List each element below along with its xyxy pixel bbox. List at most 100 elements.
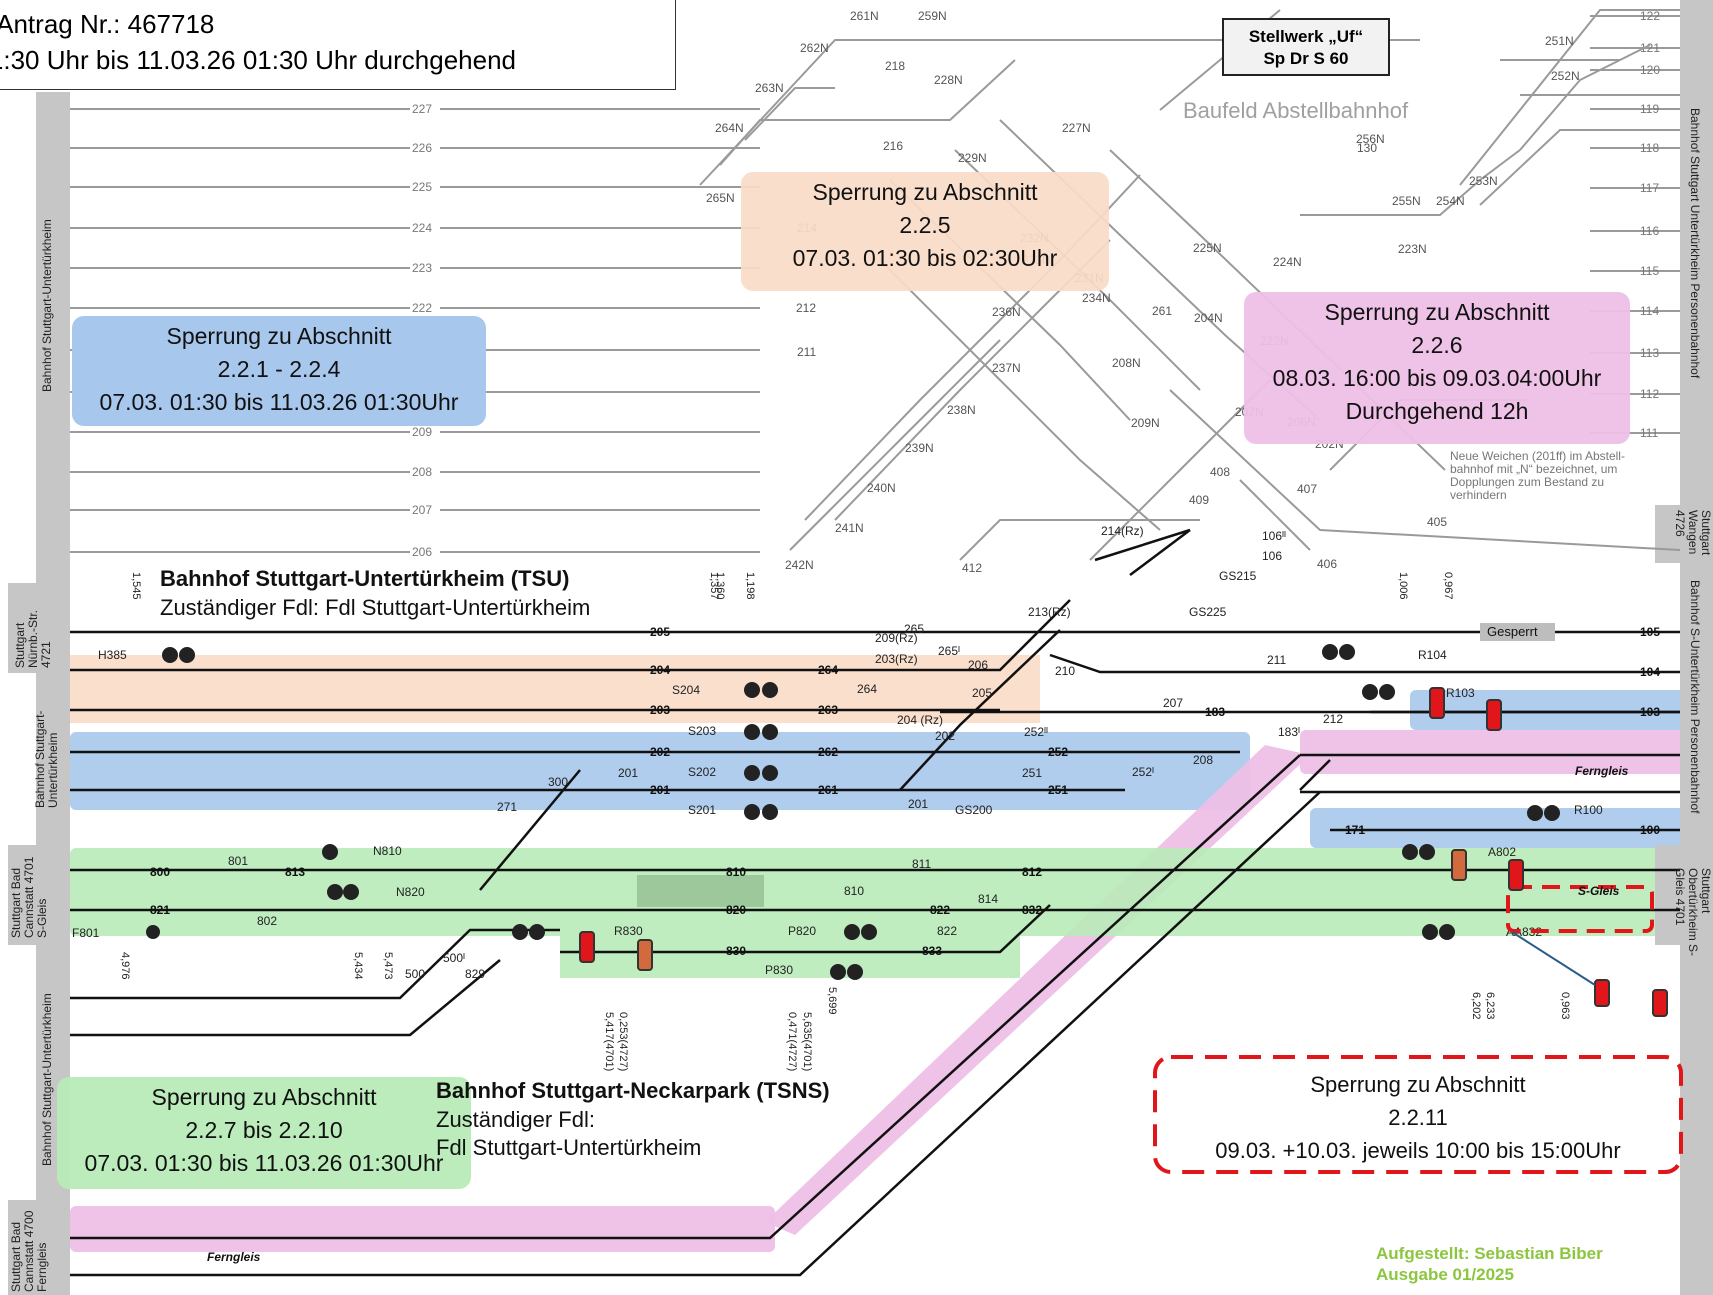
closure-period: 09.03. +10.03. jeweils 10:00 bis 15:00Uh… [1215,1138,1621,1163]
element-label: R104 [1418,648,1447,662]
switch-label: 261 [1152,304,1172,318]
signal-lamp-icon [179,647,195,663]
closure-section: 2.2.5 [899,212,951,238]
grey-track-number: 207 [412,503,432,517]
closure-box-2-2-11: Sperrung zu Abschnitt 2.2.11 09.03. +10.… [1160,1064,1676,1169]
element-label: 300 [548,775,568,789]
right-track-number: 118 [1640,141,1659,155]
element-label: H385 [98,648,127,662]
element-label: 810 [844,884,864,898]
element-label: GS215 [1219,569,1257,583]
element-label: GS225 [1189,605,1227,619]
main-track-number: 820 [726,903,746,917]
red-signal-icon [1429,687,1445,719]
baufeld-label: Baufeld Abstellbahnhof [1183,98,1409,123]
closure-area-green [70,848,1685,936]
km-label: 0,471(4727) [786,1012,798,1071]
km-label: 1,360 [714,572,726,600]
element-label: 206 [968,658,988,672]
signal-lamp-icon [1402,844,1418,860]
arrow-line [1511,931,1596,986]
grey-diagonals [699,9,1681,561]
header-line-1: tra Antrag Nr.: 467718 [0,9,215,39]
km-label: 5,699 [826,987,838,1015]
station-sub-tsu: Zuständiger Fdl: Fdl Stuttgart-Untertürk… [160,595,591,620]
main-track-number: 821 [150,903,170,917]
grey-track-number: 227 [412,102,432,116]
right-sidebar-wangen [1655,505,1713,563]
closure-title: Sperrung zu Abschnitt [151,1084,377,1110]
main-track-number: 812 [1022,865,1042,879]
element-label: 251 [1022,766,1042,780]
switch-label: 251N [1545,34,1574,48]
signal-lamp-icon [744,724,760,740]
stellwerk-label: Stellwerk „Uf“ Sp Dr S 60 [1222,18,1390,76]
element-label: 822 [937,924,957,938]
element-label: 802 [257,914,277,928]
side-label-left-unt: Bahnhof Stuttgart-Untertürkheim [33,710,60,808]
closure-area-pink-fern-right [1300,730,1685,774]
km-label: 5,417(4701) [603,1012,615,1071]
switch-label: 211 [797,345,816,359]
switch-label: 239N [905,441,934,455]
km-label: 1,357 [708,572,720,600]
main-track-number: 203 [650,703,670,717]
element-label: 208 [1193,753,1213,767]
station-sub-tsns-2: Fdl Stuttgart-Untertürkheim [436,1135,702,1160]
closure-box-2-2-7: Sperrung zu Abschnitt 2.2.7 bis 2.2.10 0… [57,1077,471,1189]
switch-label: 259N [918,9,947,23]
element-label: 106 [1262,549,1282,563]
element-label: F801 [72,926,100,940]
element-label: R830 [614,924,643,938]
left-sidebar-cannstatt-s [8,845,70,945]
element-label: 500 [405,967,425,981]
track-diag-1 [479,769,581,891]
red-signal-icon [1508,859,1524,891]
signal-lamp-icon [1422,924,1438,940]
element-label: 265ᴵ [938,644,960,658]
main-track-number: 204 [650,663,670,677]
switch-label: 234N [1082,291,1111,305]
main-track-number: 263 [818,703,838,717]
switch-label: 238N [947,403,976,417]
right-track-number: 119 [1640,102,1659,116]
track-204 [70,599,1071,672]
signal-lamp-icon [322,844,338,860]
signal-lamp-icon [512,924,528,940]
signal-lamp-icon [744,682,760,698]
signal-lamp-icon [529,924,545,940]
closure-title: Sperrung zu Abschnitt [1310,1072,1526,1097]
element-label: GS200 [955,803,993,817]
right-track-number: 111 [1640,426,1659,440]
element-label: 265 [904,622,924,636]
closure-period: 07.03. 01:30 bis 02:30Uhr [792,245,1058,271]
element-label: 814 [978,892,998,906]
signal-icons [146,623,1668,1017]
right-track-number: 121 [1640,41,1660,55]
note-line: verhindern [1450,488,1507,502]
element-label: 213(Rz) [1028,605,1071,619]
km-label: 0,967 [1442,572,1454,600]
right-track-number: 113 [1640,346,1659,360]
signal-lamp-icon [762,765,778,781]
signal-lamp-icon [1439,924,1455,940]
signal-lamp-icon [1527,805,1543,821]
side-label-left-top: Bahnhof Stuttgart-Untertürkheim [40,219,54,392]
switch-label: 218 [885,59,905,73]
element-label: 202 [935,729,955,743]
stellwerk-line-1: Stellwerk „Uf“ [1248,27,1364,46]
signal-lamp-icon [830,964,846,980]
station-title-tsns: Bahnhof Stuttgart-Neckarpark (TSNS) [436,1078,830,1103]
signal-lamp-icon [847,964,863,980]
switch-label: 241N [835,521,864,535]
track-diag-2 [899,629,1061,791]
km-label: 6,202 [1470,992,1482,1020]
footer-credits: Aufgestellt: Sebastian Biber Ausgabe 01/… [1376,1243,1603,1285]
closure-period: 07.03. 01:30 bis 11.03.26 01:30Uhr [99,389,459,415]
application-header: tra Antrag Nr.: 467718 . 01:30 Uhr bis 1… [0,0,676,90]
km-label: 4,976 [119,952,131,980]
element-label: 210 [1055,664,1075,678]
element-label: 264 [857,682,877,696]
closure-area-blue-100 [1310,808,1685,848]
right-track-number: 116 [1640,224,1659,238]
